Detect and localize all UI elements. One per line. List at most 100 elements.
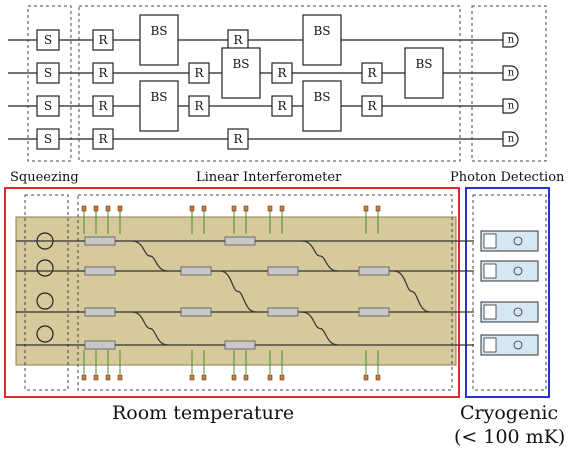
detector-readout-3 <box>513 307 523 317</box>
detector-element-3 <box>483 304 497 320</box>
electrode-pad-bottom-12 <box>375 374 381 381</box>
rotation-gate-label: R <box>277 66 287 80</box>
rotation-gate-label: R <box>98 66 108 80</box>
beamsplitter-gate-label: BS <box>415 57 432 71</box>
rotation-gate-label: R <box>277 99 287 113</box>
cryogenic-box <box>465 187 550 398</box>
electrode-pad-bottom-3 <box>105 374 111 381</box>
rotation-gate-label: R <box>233 132 243 146</box>
detector-icon-label: n <box>508 134 515 145</box>
electrode-pad-top-7 <box>231 205 237 212</box>
rotation-gate-label: R <box>367 66 377 80</box>
interferometer-region-dashed <box>77 194 453 391</box>
phase-shifter-1 <box>84 236 116 246</box>
directional-coupler-1 <box>131 240 169 272</box>
beamsplitter-gate-3 <box>221 47 261 99</box>
rotation-gate-11 <box>361 62 383 84</box>
beamsplitter-gate-6 <box>404 47 444 99</box>
rotation-gate-label: R <box>194 99 204 113</box>
beamsplitter-gate-label: BS <box>150 24 167 38</box>
electrode-pad-top-12 <box>375 205 381 212</box>
electrode-pad-bottom-11 <box>363 374 369 381</box>
electrode-pad-top-9 <box>267 205 273 212</box>
electrode-pad-top-5 <box>189 205 195 212</box>
electrode-pad-top-11 <box>363 205 369 212</box>
electrode-pad-top-4 <box>117 205 123 212</box>
phase-shifter-8 <box>224 340 256 350</box>
caption-cryogenic-temperature: (< 100 mK) <box>454 426 566 448</box>
detector-element-2 <box>483 263 497 279</box>
squeezer-gate-4 <box>36 128 60 150</box>
electrode-pad-bottom-1 <box>81 374 87 381</box>
beamsplitter-gate-5 <box>302 80 342 132</box>
rotation-gate-8 <box>227 128 249 150</box>
rotation-gate-label: R <box>98 132 108 146</box>
directional-coupler-5 <box>301 311 339 346</box>
rotation-gate-9 <box>271 62 293 84</box>
electrode-pad-top-6 <box>201 205 207 212</box>
electrode-pad-top-10 <box>279 205 285 212</box>
electrode-pad-top-1 <box>81 205 87 212</box>
room-temperature-box <box>4 187 460 398</box>
phase-shifter-2 <box>84 266 116 276</box>
phase-shifter-5 <box>180 266 212 276</box>
rotation-gate-4 <box>92 128 114 150</box>
detector-readout-4 <box>513 340 523 350</box>
directional-coupler-2 <box>131 311 169 346</box>
label-linear-interferometer: Linear Interferometer <box>196 170 342 185</box>
phase-shifter-6 <box>180 307 212 317</box>
rotation-gate-2 <box>92 62 114 84</box>
phase-shifter-10 <box>267 307 299 317</box>
directional-coupler-6 <box>393 270 431 313</box>
rotation-gate-label: R <box>367 99 377 113</box>
directional-coupler-4 <box>301 240 339 272</box>
rotation-gate-6 <box>188 95 210 117</box>
beamsplitter-gate-1 <box>139 14 179 66</box>
squeezer-gate-3 <box>36 95 60 117</box>
electrode-pad-bottom-8 <box>243 374 249 381</box>
electrode-pad-bottom-2 <box>93 374 99 381</box>
phase-shifter-12 <box>358 307 390 317</box>
beamsplitter-gate-label: BS <box>232 57 249 71</box>
detector-readout-2 <box>513 266 523 276</box>
detector-element-4 <box>483 337 497 353</box>
phase-shifter-11 <box>358 266 390 276</box>
detector-readout-1 <box>513 236 523 246</box>
beamsplitter-gate-label: BS <box>313 24 330 38</box>
label-squeezing: Squeezing <box>10 170 79 185</box>
rotation-gate-label: R <box>194 66 204 80</box>
rotation-gate-3 <box>92 95 114 117</box>
electrode-pad-top-3 <box>105 205 111 212</box>
detector-icon-2 <box>502 65 519 81</box>
rotation-gate-label: R <box>98 33 108 47</box>
rotation-gate-12 <box>361 95 383 117</box>
rotation-gate-1 <box>92 29 114 51</box>
electrode-pad-bottom-9 <box>267 374 273 381</box>
detection-dashed-box <box>471 5 547 162</box>
label-photon-detection: Photon Detection <box>450 170 565 185</box>
phase-shifter-4 <box>84 340 116 350</box>
interferometer-dashed-box <box>78 5 461 162</box>
detector-icon-3 <box>502 98 519 114</box>
electrode-pad-bottom-10 <box>279 374 285 381</box>
squeezing-region-dashed <box>24 194 69 391</box>
squeezer-ring-3 <box>36 292 54 310</box>
detector-icon-1 <box>502 32 519 48</box>
caption-room-temperature: Room temperature <box>112 402 295 424</box>
squeezing-dashed-box <box>27 5 72 162</box>
phase-shifter-9 <box>267 266 299 276</box>
caption-cryogenic: Cryogenic <box>460 402 559 424</box>
beamsplitter-gate-2 <box>139 80 179 132</box>
electrode-pad-bottom-6 <box>201 374 207 381</box>
electrode-pad-top-8 <box>243 205 249 212</box>
rotation-gate-5 <box>188 62 210 84</box>
detector-element-1 <box>483 233 497 249</box>
squeezer-gate-label: S <box>44 33 52 47</box>
squeezer-gate-1 <box>36 29 60 51</box>
detector-icon-label: n <box>508 68 515 79</box>
directional-coupler-3 <box>219 270 257 313</box>
beamsplitter-gate-label: BS <box>150 90 167 104</box>
phase-shifter-3 <box>84 307 116 317</box>
